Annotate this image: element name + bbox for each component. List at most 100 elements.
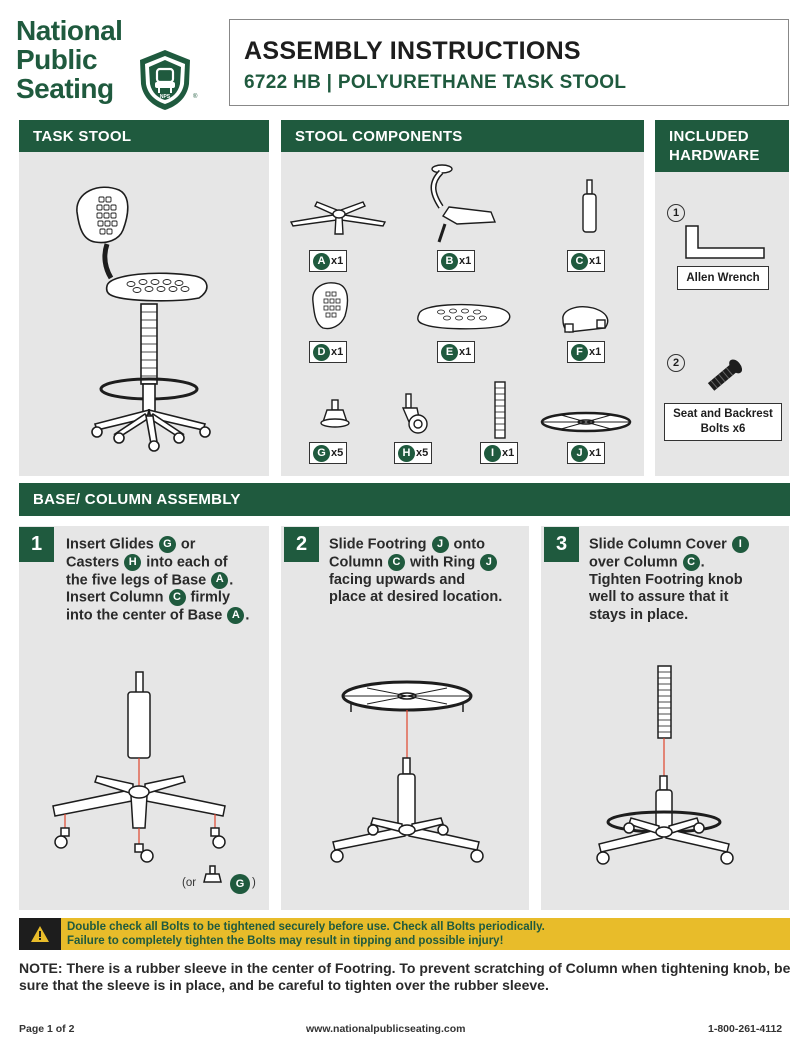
alt-prefix: (or [182,877,197,889]
step-3-illustration [596,665,734,865]
component-letter-badge: C [571,252,588,270]
step-line: Slide Footring J onto [329,536,485,553]
step-1-text: Insert Glides G or Casters H into each o… [66,536,249,625]
component-tag-f: F x1 [567,341,606,363]
step-2-text: Slide Footring J onto Column C with Ring… [329,536,502,607]
component-h-caster-icon [401,393,428,434]
phone-number: 1-800-261-4112 [708,1023,783,1035]
part-badge: A [227,607,245,625]
step-line: Column C with Ring J [329,553,502,572]
part-badge: A [211,571,229,589]
section-title: BASE/ COLUMN ASSEMBLY [33,491,241,508]
glide-alt-icon [203,865,222,883]
step-line: facing upwards and [329,571,466,588]
component-qty: x1 [459,255,472,267]
component-letter-badge: B [441,252,458,270]
hardware-label-text: Bolts x6 [700,423,746,435]
component-qty: x1 [589,447,602,459]
brand-line: National [16,15,123,46]
part-badge: J [431,536,449,553]
step-line: Tighten Footring knob [589,571,743,588]
step-1-illustration [52,671,226,883]
component-d-backrest-icon [312,282,349,330]
hardware-label-allen-wrench: Allen Wrench [677,266,769,290]
component-e-seat-icon [417,303,511,330]
component-g-glide-icon [320,399,350,428]
component-tag-h: H x5 [394,442,433,464]
warning-banner: Double check all Bolts to be tightened s… [19,918,790,950]
component-qty: x5 [331,447,344,459]
component-tag-c: C x1 [567,250,606,272]
component-j-footring-icon [540,411,632,433]
step-panel-2 [281,526,529,910]
brand-line: Seating [16,73,114,104]
step-line: Insert Column C firmly [66,589,231,607]
step-line: into the center of Base A. [66,607,250,625]
component-letter-badge: A [313,252,330,270]
step-line: place at desired location. [329,589,503,606]
warning-line: Double check all Bolts to be tightened s… [67,921,545,933]
component-tag-g: G x5 [309,442,348,464]
step-line: Casters H into each of [66,553,228,571]
component-letter-badge: I [484,444,501,462]
part-badge: C [388,553,405,571]
step-line: Insert Glides G or [66,536,196,553]
brand-wordmark: National Public Seating [16,15,123,104]
hardware-label-bolts: Seat and Backrest Bolts x6 [664,403,782,441]
component-b-mechanism-icon [430,164,497,243]
hardware-number: 2 [667,354,685,372]
component-letter-badge: H [398,444,415,462]
section-title: STOOL COMPONENTS [295,127,463,145]
task-stool-illustration [76,186,211,452]
section-header-assembly: BASE/ COLUMN ASSEMBLY [19,483,790,516]
section-header-hardware: INCLUDED HARDWARE [655,120,789,172]
component-i-column-cover-icon [494,381,506,439]
brand-line: Public [16,44,98,75]
step-number-1: 1 [19,527,54,562]
page-title: ASSEMBLY INSTRUCTIONS [244,37,581,65]
step-line: stays in place. [589,606,689,623]
step-line: the five legs of Base A. [66,571,234,589]
component-tag-d: D x1 [309,341,348,363]
website-link[interactable]: www.nationalpublicseating.com [306,1023,466,1035]
hardware-label-text: Allen Wrench [686,271,760,284]
component-qty: x1 [331,346,344,358]
component-letter-badge: D [313,343,330,361]
step-line: over Column C. [589,553,705,571]
step-line: well to assure that it [589,589,729,606]
component-tag-a: A x1 [309,250,348,272]
seal-text: NPS [160,94,171,100]
part-badge: C [682,553,700,571]
section-title: INCLUDED [669,128,749,145]
registered-mark: ® [193,93,198,100]
section-title: HARDWARE [669,147,760,164]
step-line: Slide Column Cover I [589,536,750,554]
step-3-text: Slide Column Cover I over Column C. Tigh… [589,536,750,624]
step-number-2: 2 [284,527,319,562]
hardware-label-text: Seat and Backrest [673,408,773,420]
component-f-plate-icon [562,306,609,333]
components-illustrations [289,164,632,439]
part-badge: J [480,553,498,571]
alt-suffix: ) [252,877,256,889]
component-tag-i: I x1 [480,442,519,464]
part-badge: H [124,553,142,571]
section-header-components: STOOL COMPONENTS [281,120,644,152]
component-qty: x1 [589,255,602,267]
component-c-column-icon [582,179,597,233]
component-tag-b: B x1 [437,250,476,272]
component-qty: x1 [459,346,472,358]
step-1-alt-note: (or [182,877,196,889]
allen-wrench-icon [685,225,765,259]
warning-triangle-icon [19,918,61,950]
bolt-icon [707,359,743,391]
hardware-number: 1 [667,204,685,222]
component-tag-j: J x1 [567,442,606,464]
assembly-note: NOTE: There is a rubber sleeve in the ce… [19,960,791,993]
warning-text: Double check all Bolts to be tightened s… [67,921,545,948]
page-subtitle: 6722 HB | POLYURETHANE TASK STOOL [244,72,627,93]
component-a-base-icon [289,201,387,235]
component-letter-badge: E [441,343,458,361]
step-number-3: 3 [544,527,579,562]
shield-logo-icon: NPS ® [140,50,198,110]
